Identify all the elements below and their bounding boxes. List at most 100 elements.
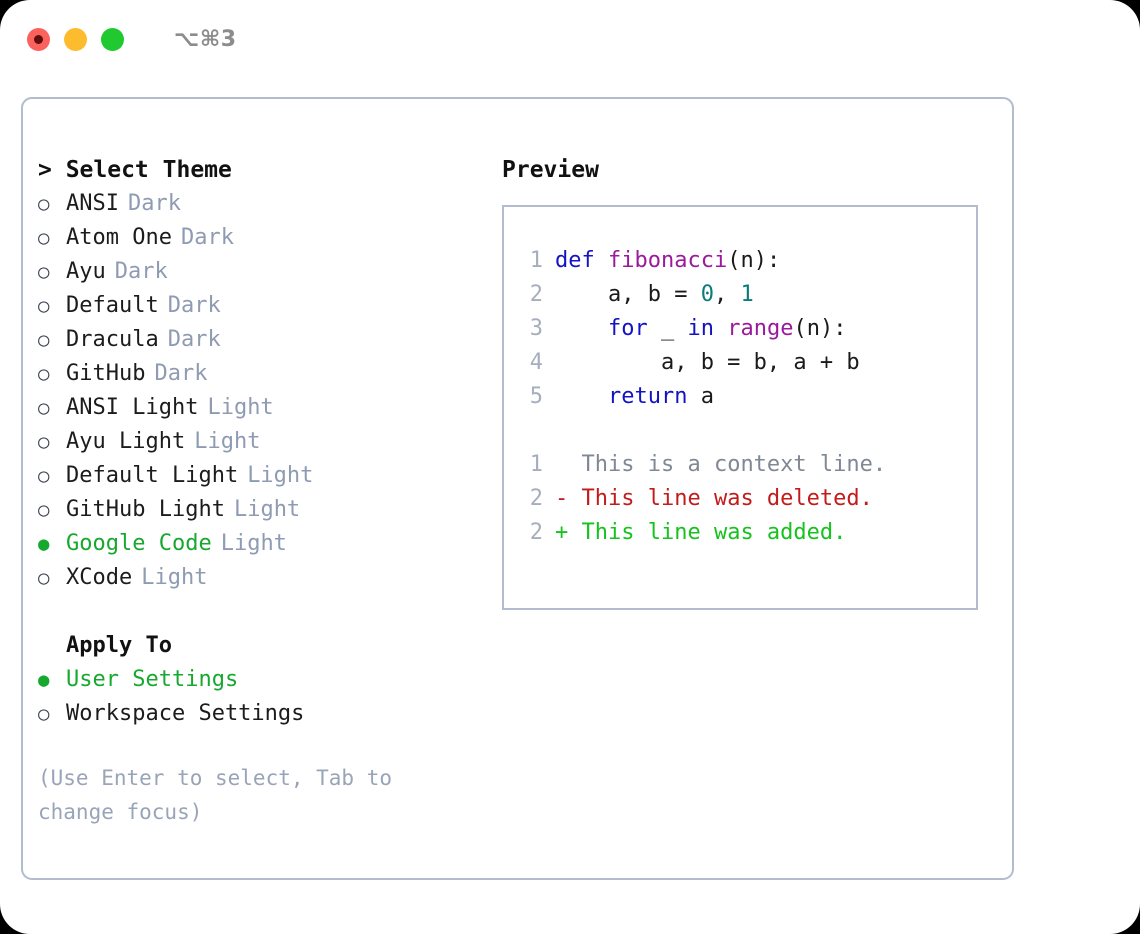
code-line-content: for _ in range(n): [555,312,846,346]
maximize-button-icon[interactable] [101,27,124,51]
theme-option-ansi[interactable]: ○ ANSI Dark [38,187,488,221]
diff-line-number: 2 [529,486,543,511]
theme-variant-tag: Dark [127,191,181,216]
code-line: 2 a, b = 0, 1 [515,278,886,312]
theme-variant-tag: Dark [180,225,234,250]
keyboard-shortcut-label: ⌥⌘3 [174,26,237,52]
diff-line-content: + This line was added. [555,516,846,550]
code-line: 1 def fibonacci(n): [515,244,886,278]
code-token-num: 1 [740,282,754,307]
theme-variant-tag: Dark [154,361,208,386]
radio-unselected-icon: ○ [38,193,50,215]
close-button-icon[interactable] [27,27,50,51]
theme-option-label: Atom One [66,225,172,250]
diff-marker [555,452,568,477]
apply-to-header-label: Apply To [66,633,172,658]
code-line-number: 1 [529,248,543,273]
radio-selected-icon: ● [38,669,50,691]
code-line-content: a, b = 0, 1 [555,278,754,312]
diff-line-content: - This line was deleted. [555,482,873,516]
diff-line-ctx: 1 This is a context line. [515,448,886,482]
theme-variant-tag: Light [220,531,287,556]
apply-to-option-label: Workspace Settings [66,701,305,726]
code-token-kw: return [607,384,688,409]
theme-variant-tag: Dark [167,293,221,318]
theme-variant-tag: Light [207,395,274,420]
theme-option-dracula[interactable]: ○ Dracula Dark [38,323,488,357]
apply-to-option-workspace-settings[interactable]: ○ Workspace Settings [38,697,488,731]
code-line-number: 4 [529,350,543,375]
radio-unselected-icon: ○ [38,499,50,521]
apply-to-option-user-settings[interactable]: ●User Settings [38,663,488,697]
code-line-number: 2 [529,282,543,307]
code-token-pl: (n): [793,316,847,341]
theme-option-label: XCode [66,565,133,590]
theme-option-default[interactable]: ○ Default Dark [38,289,488,323]
minimize-button-icon[interactable] [64,27,87,51]
radio-unselected-icon: ○ [38,295,50,317]
theme-option-label: ANSI Light [66,395,199,420]
diff-marker: + [555,520,569,545]
theme-variant-tag: Dark [167,327,221,352]
code-line-number: 3 [529,316,543,341]
diff-line-text: This line was deleted. [581,486,873,511]
diff-line-number: 2 [529,520,543,545]
theme-option-label: ANSI [66,191,119,216]
radio-unselected-icon: ○ [38,703,50,725]
code-token-num: 0 [700,282,714,307]
code-line-content: a, b = b, a + b [555,346,860,380]
code-token-pl: a, b = b, a + b [555,350,860,375]
theme-option-label: Dracula [66,327,159,352]
traffic-lights [27,27,124,51]
theme-option-label: GitHub [66,361,146,386]
code-line: 4 a, b = b, a + b [515,346,886,380]
preview-header: Preview [502,157,599,183]
code-token-pl [555,316,608,341]
radio-unselected-icon: ○ [38,397,50,419]
theme-option-ansi-light[interactable]: ○ ANSI Light Light [38,391,488,425]
code-token-pl [714,316,727,341]
radio-unselected-icon: ○ [38,329,50,351]
code-line: 3 for _ in range(n): [515,312,886,346]
list-spacer [38,595,488,629]
diff-line-number: 1 [529,452,543,477]
radio-unselected-icon: ○ [38,431,50,453]
code-token-kw: in [687,316,714,341]
code-token-fn: fibonacci [608,248,728,273]
code-diff-separator [515,414,886,448]
theme-option-label: Default [66,293,159,318]
code-token-pl: a, b = [555,282,701,307]
code-line-number: 5 [529,384,543,409]
code-token-pl [595,248,608,273]
theme-variant-tag: Light [247,463,314,488]
radio-unselected-icon: ○ [38,465,50,487]
keyboard-hint-text: (Use Enter to select, Tab to change focu… [38,766,405,824]
code-token-pl: a [687,384,714,409]
theme-variant-tag: Light [141,565,208,590]
code-line-content: def fibonacci(n): [555,244,780,278]
diff-line-add: 2 + This line was added. [515,516,886,550]
theme-option-label: GitHub Light [66,497,225,522]
code-line: 5 return a [515,380,886,414]
title-bar: ⌥⌘3 [0,0,1140,78]
theme-variant-tag: Dark [114,259,168,284]
apply-to-option-list[interactable]: ●User Settings ○ Workspace Settings [38,663,488,731]
code-token-kw: for [607,316,648,341]
radio-selected-icon: ● [38,533,50,555]
select-theme-header: > Select Theme [38,157,232,183]
code-line-content: return a [555,380,714,414]
